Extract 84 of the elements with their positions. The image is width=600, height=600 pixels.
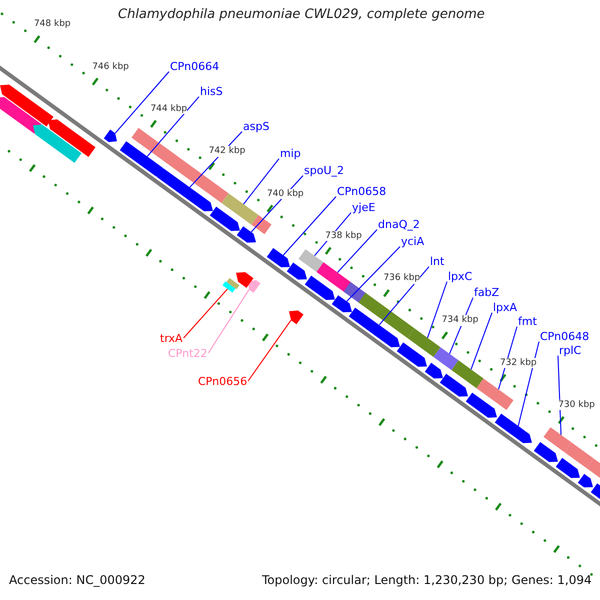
gene-label: CPnt22 [168, 348, 208, 361]
gene-feature [556, 458, 580, 478]
gene-block [316, 262, 352, 292]
leader-line [248, 320, 292, 382]
gene-feature [332, 295, 352, 312]
gene-feature [0, 97, 42, 134]
gene-block [452, 360, 484, 388]
gene-label: spoU_2 [304, 165, 344, 178]
gene-label: yjeE [352, 202, 376, 215]
gene-label: CPn0664 [170, 61, 220, 74]
scale-label: 742 kbp [208, 146, 246, 157]
accession-text: Accession: NC_000922 [9, 574, 146, 588]
gene-feature [120, 141, 165, 176]
leader-line [146, 96, 200, 157]
gene-block [222, 281, 236, 293]
leader-line [208, 289, 250, 354]
gene-label: mip [280, 148, 301, 161]
gene-label: lnt [430, 256, 444, 269]
gene-label: aspS [243, 121, 270, 134]
scale-label: 738 kbp [325, 230, 362, 242]
scale-label: 740 kbp [266, 188, 304, 199]
gene-feature [348, 308, 400, 348]
scale-label: 746 kbp [92, 62, 129, 72]
scale-label: 732 kbp [500, 358, 537, 368]
gene-block [358, 292, 414, 338]
gene-block [544, 427, 572, 452]
scale-label: 744 kbp [150, 104, 188, 114]
gene-feature [304, 276, 335, 300]
gene-feature [210, 206, 240, 231]
gene-feature [440, 374, 468, 397]
leader-line [498, 326, 518, 390]
gene-feature [494, 414, 532, 444]
gene-block [132, 128, 228, 203]
gene-feature [0, 84, 54, 126]
gene-feature [534, 442, 558, 462]
gene-block [222, 193, 258, 225]
gene-feature [466, 392, 497, 418]
gene-block [298, 249, 324, 272]
gene-feature [48, 119, 96, 157]
gene-label: CPn0658 [337, 186, 386, 199]
gene-feature [286, 262, 307, 280]
leader-line [378, 266, 430, 326]
gene-feature [156, 168, 213, 212]
leader-line [427, 281, 448, 338]
gene-feature [236, 272, 254, 288]
gene-feature [424, 362, 443, 378]
leader-line [114, 71, 170, 134]
leader-line [337, 229, 378, 273]
gene-label: fabZ [474, 287, 500, 300]
leader-line [282, 196, 336, 256]
gene-label: lpxA [493, 302, 518, 315]
gene-feature [396, 342, 427, 367]
gene-label: yciA [401, 236, 424, 249]
gene-block [226, 278, 240, 290]
leader-line [558, 355, 562, 436]
gene-block [252, 215, 272, 234]
gene-block [408, 328, 440, 357]
gene-block [564, 442, 594, 468]
scale-label: 748 kbp [34, 19, 71, 30]
gene-label: trxA [160, 333, 183, 346]
gene-label: CPn0656 [198, 376, 248, 389]
genome-stats: Topology: circular; Length: 1,230,230 bp; Genes: 1,094 [262, 574, 592, 588]
leader-line [183, 288, 228, 338]
leader-line [518, 341, 540, 426]
gene-feature [578, 474, 593, 488]
gene-feature [248, 280, 260, 293]
gene-block [434, 347, 458, 370]
gene-feature [266, 248, 290, 268]
gene-feature [289, 310, 304, 324]
scale-label: 736 kbp [383, 273, 420, 284]
gene-feature [104, 130, 117, 142]
leader-line [346, 246, 400, 302]
gene-label: fmt [518, 316, 537, 329]
gene-label: dnaQ_2 [378, 219, 420, 232]
gene-label: CPn0648 [540, 331, 590, 344]
gene-label: hisS [200, 86, 223, 99]
gene-label: lpxC [448, 271, 472, 284]
gene-label: rplC [559, 345, 582, 358]
map-title: Chlamydophila pneumoniae CWL029, complete genome [118, 8, 485, 23]
leader-line [470, 312, 492, 370]
gene-feature [33, 124, 82, 163]
scale-label: 730 kbp [558, 400, 595, 410]
scale-label: 734 kbp [442, 315, 478, 326]
gene-block [476, 378, 514, 410]
